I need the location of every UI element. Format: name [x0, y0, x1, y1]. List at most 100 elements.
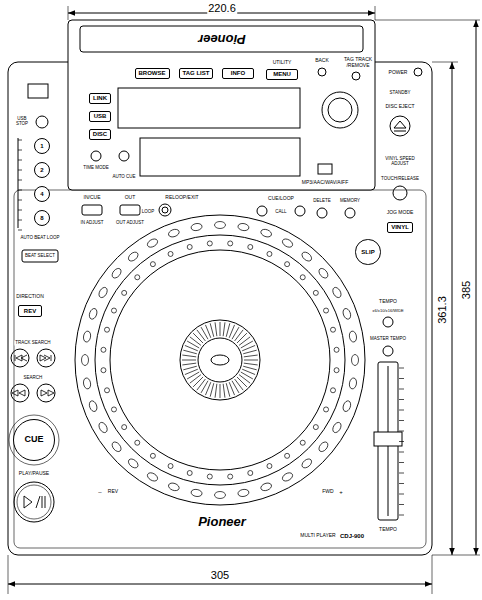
jog-dot: [324, 308, 329, 313]
power-switch: [414, 68, 422, 76]
hub-serration: [197, 330, 206, 341]
jog-hole: [349, 331, 358, 343]
jog-hole: [349, 377, 358, 389]
cue-button: CUE: [13, 419, 55, 461]
source-button: USB: [89, 111, 111, 122]
jog-label: FWD: [321, 489, 334, 495]
beat-button: 2: [34, 162, 50, 178]
in-cue-button: [82, 205, 102, 215]
tempo-tick: [399, 431, 404, 432]
jog-dot: [267, 464, 272, 469]
dimension: 220.6: [207, 2, 237, 14]
hub-serration: [232, 327, 239, 339]
usb-stop-button: [36, 116, 48, 128]
extension-line: [375, 20, 480, 21]
eject-symbol: [394, 121, 406, 131]
jog-hole: [237, 223, 249, 232]
jog-hole: [191, 489, 203, 498]
jog-hole: [167, 228, 180, 238]
button-label: UTILITY: [272, 60, 293, 66]
section-label: TEMPO: [378, 299, 398, 305]
jog-hole: [300, 457, 313, 469]
button-text: TAG LIST: [183, 70, 210, 77]
scale-tick: [18, 180, 22, 181]
extension-line: [8, 555, 9, 594]
usb-port: [28, 84, 48, 98]
drawing-part: [8, 6, 480, 594]
jog-hole: [167, 482, 180, 492]
tempo-tick: [399, 473, 404, 474]
hub-serration: [226, 323, 230, 337]
scale-tick: [18, 190, 22, 191]
hub-serration: [244, 363, 258, 365]
tempo-tick: [399, 378, 404, 379]
scale-tick: [18, 210, 22, 211]
top-panel: [68, 20, 375, 190]
button-label: AUTO CUE: [111, 175, 136, 180]
dimension-line: [8, 584, 432, 585]
jog-dot: [300, 440, 305, 445]
section-label: AUTO BEAT LOOP: [20, 236, 61, 241]
play-pause-button: [14, 482, 54, 522]
button-text: MENU: [273, 71, 291, 78]
beat-select-frame: [22, 250, 58, 262]
hub-serration: [243, 350, 257, 354]
jog-platter: [110, 250, 330, 470]
hub-serration: [182, 363, 196, 365]
time-mode-button: [91, 151, 101, 161]
button-text: USB: [94, 113, 107, 120]
cue-rim: [9, 415, 59, 465]
tempo-knob: [374, 432, 402, 446]
hub-serration: [197, 379, 206, 390]
button-label: DELETE: [312, 199, 332, 204]
tempo-tick: [399, 368, 404, 369]
jog-dot: [300, 275, 305, 280]
jog-center: [180, 320, 260, 400]
jog-dot: [313, 425, 318, 430]
jog-ring: [95, 235, 345, 485]
hub-serration: [193, 333, 203, 343]
button-label: DISC EJECT: [384, 104, 415, 110]
search-rev-symbol: [12, 390, 25, 396]
hub-serration: [243, 366, 257, 370]
hub-serration: [190, 337, 201, 346]
jog-hole: [97, 286, 109, 299]
mode-button: INFO: [222, 68, 254, 79]
button-label: PLAY/PAUSE: [18, 471, 50, 477]
tempo-tick: [399, 452, 404, 453]
model-label: CDJ-900: [339, 533, 365, 540]
hub-serration: [210, 323, 214, 337]
hub-serration: [210, 383, 214, 397]
vinyl-speed-knob: [393, 186, 407, 200]
jog-hole: [146, 237, 159, 249]
hub-serration: [223, 384, 225, 398]
hub-serration: [182, 355, 196, 357]
jog-hole: [300, 250, 313, 262]
dimension: 305: [210, 569, 230, 581]
button-label: IN ADJUST: [79, 221, 104, 226]
jog-dot: [324, 407, 329, 412]
hub-serration: [220, 322, 221, 336]
jog-hole: [260, 482, 273, 492]
tempo-tick: [399, 399, 404, 400]
hub-serration: [235, 379, 244, 390]
jog-hole: [97, 421, 109, 434]
jog-label: –: [97, 489, 102, 496]
search-fwd-symbol: [41, 390, 54, 396]
jog-dot: [228, 241, 233, 246]
jog-hole: [237, 489, 249, 498]
jog-hole: [146, 471, 159, 483]
jog-dot: [101, 347, 106, 352]
tempo-tick: [399, 483, 404, 484]
jog-dot: [313, 290, 318, 295]
jog-dot: [334, 347, 339, 352]
button-label: OUT ADJUST: [115, 221, 145, 226]
extension-line: [68, 6, 69, 20]
hub-serration: [185, 369, 198, 374]
source-button: DISC: [89, 129, 111, 140]
jog-label: REV: [107, 489, 119, 495]
button-text: 4: [40, 191, 43, 198]
jog-dot: [111, 407, 116, 412]
button-label: BACK: [314, 58, 330, 64]
